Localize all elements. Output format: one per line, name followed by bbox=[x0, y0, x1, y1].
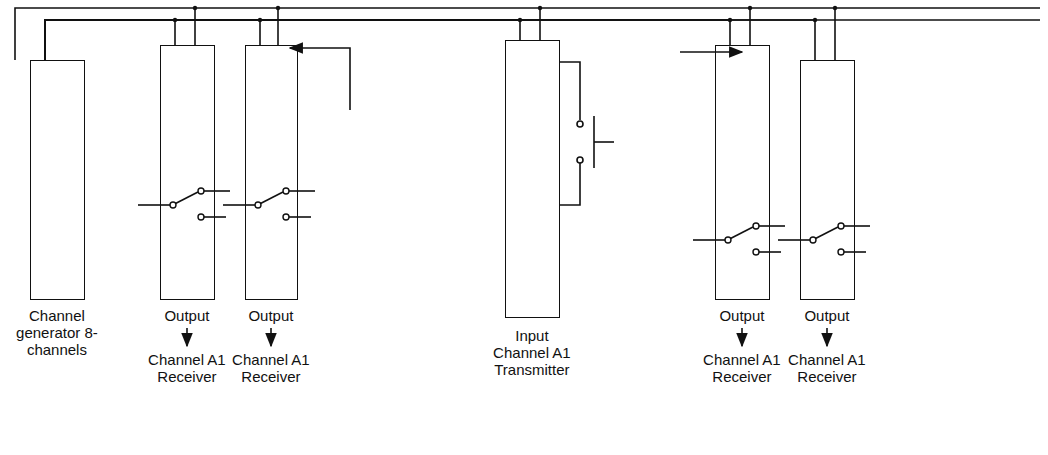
output-arrow bbox=[187, 328, 827, 346]
receiver-label: Channel A1 Receiver bbox=[144, 351, 230, 385]
receiver-label: Channel A1 Receiver bbox=[784, 351, 870, 385]
bus-connector bbox=[45, 20, 730, 60]
box-label: Output bbox=[228, 307, 314, 324]
bus-tap bbox=[195, 8, 835, 60]
box-label: Output bbox=[784, 307, 870, 324]
box-label: Output bbox=[699, 307, 785, 324]
device-box: OutputChannel A1 Receiver bbox=[160, 45, 215, 300]
bus-connector bbox=[45, 20, 520, 60]
device-box: OutputChannel A1 Receiver bbox=[245, 45, 298, 300]
bus-connector bbox=[45, 20, 260, 60]
device-box: OutputChannel A1 Receiver bbox=[715, 45, 770, 300]
box-label: Channel generator 8-channels bbox=[14, 307, 100, 358]
flow-arrow bbox=[290, 48, 742, 110]
receiver-label: Channel A1 Receiver bbox=[228, 351, 314, 385]
box-label: Output bbox=[144, 307, 230, 324]
device-box: OutputChannel A1 Receiver bbox=[800, 60, 855, 300]
bus-connector bbox=[45, 20, 175, 60]
push-button bbox=[560, 62, 614, 205]
box-label: Input Channel A1 Transmitter bbox=[489, 327, 575, 378]
receiver-label: Channel A1 Receiver bbox=[699, 351, 785, 385]
device-box: Input Channel A1 Transmitter bbox=[505, 40, 560, 318]
device-box: Channel generator 8-channels bbox=[30, 60, 85, 300]
bus-line bbox=[15, 8, 1040, 60]
